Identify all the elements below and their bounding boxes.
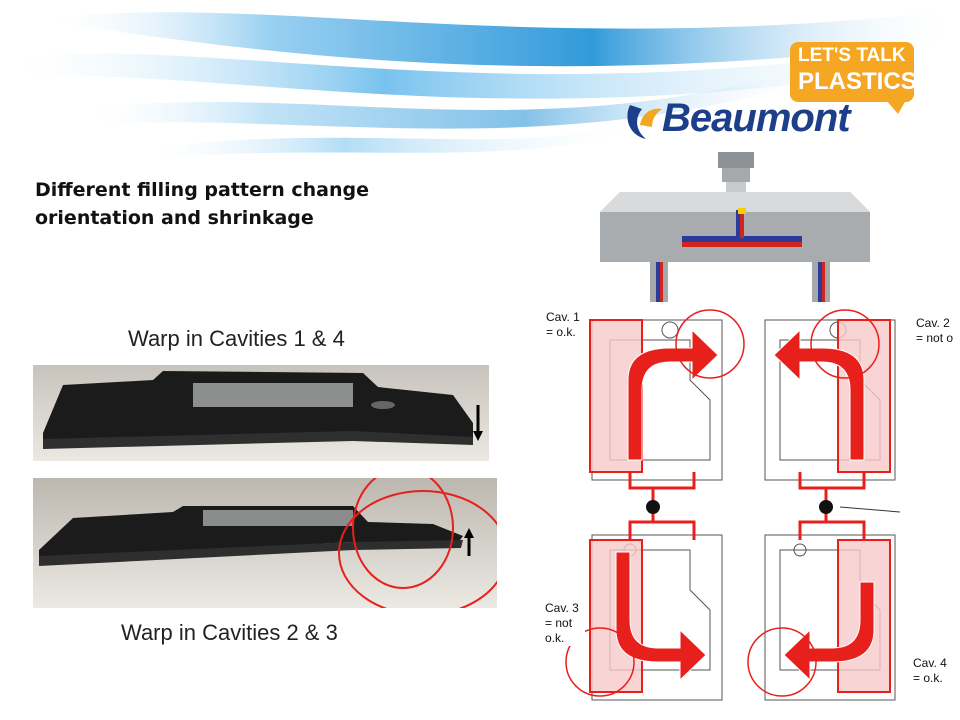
warp-photo-bottom xyxy=(33,478,497,608)
mold-runner-graphic xyxy=(600,152,870,302)
bubble-text-line1: LET'S TALK xyxy=(798,45,906,66)
cavity-layout-diagram xyxy=(565,309,901,701)
cavity-4-name: Cav. 4 xyxy=(913,656,947,670)
cavity-3-name: Cav. 3 xyxy=(545,601,579,615)
beaumont-logo-icon xyxy=(627,105,662,139)
cavity-2-status: = not o xyxy=(916,331,954,345)
cavity-3-status: = not xyxy=(545,616,573,630)
cavity-2-label: Cav. 2 = not o xyxy=(916,316,960,346)
cavity-1-status: = o.k. xyxy=(546,325,576,339)
warp-bottom-caption: Warp in Cavities 2 & 3 xyxy=(121,620,338,645)
slide-title-line2: orientation and shrinkage xyxy=(35,207,314,229)
cavity-4-status: = o.k. xyxy=(913,671,943,685)
cavity-2-name: Cav. 2 xyxy=(916,316,950,330)
cavity-1-label: Cav. 1 = o.k. xyxy=(546,310,586,340)
slide-title: Different filling pattern change orienta… xyxy=(35,176,465,232)
slide-title-line1: Different filling pattern change xyxy=(35,179,370,201)
cavity-1-name: Cav. 1 xyxy=(546,310,580,324)
bubble-text-line2: PLASTICS xyxy=(798,68,917,95)
lets-talk-plastics-bubble xyxy=(790,42,914,114)
warp-top-caption: Warp in Cavities 1 & 4 xyxy=(128,326,345,351)
cavity-3-label: Cav. 3 = not o.k. xyxy=(545,601,585,646)
cavity-3-status-cont: o.k. xyxy=(545,631,565,645)
warp-photo-top xyxy=(33,365,489,461)
cavity-4-label: Cav. 4 = o.k. xyxy=(913,656,953,686)
brand-name: Beaumont xyxy=(662,96,851,140)
